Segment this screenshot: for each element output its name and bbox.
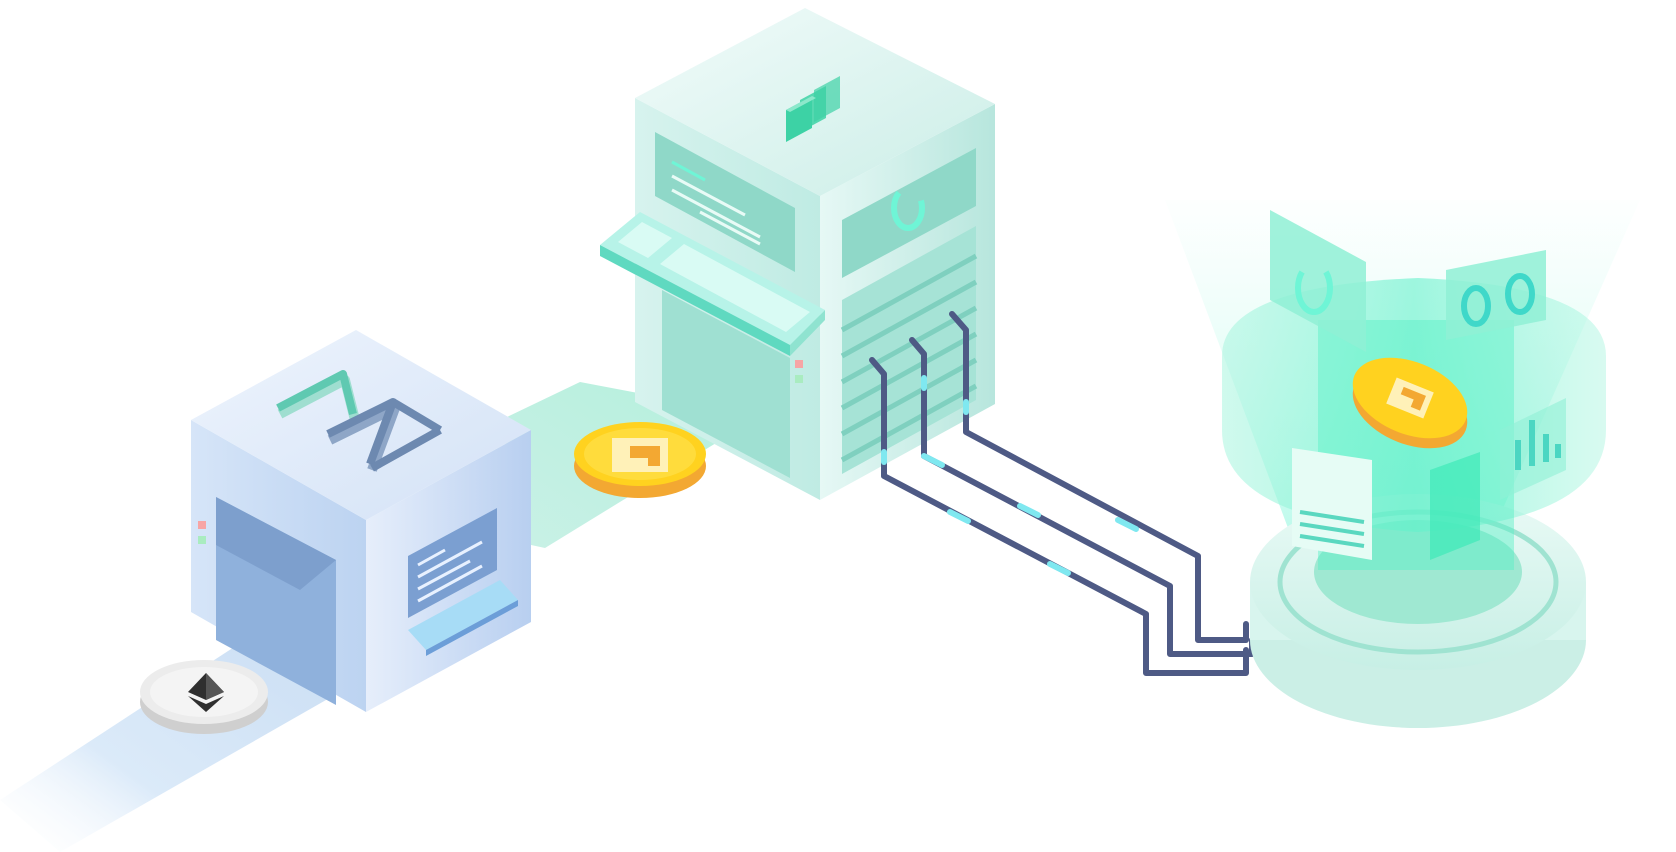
token-logo-icon bbox=[1386, 377, 1434, 419]
hologram-card-document bbox=[1292, 448, 1372, 560]
converter-indicator-red bbox=[198, 521, 206, 529]
converter-keyboard-edge bbox=[426, 600, 518, 656]
pipe-1 bbox=[869, 357, 1249, 676]
document-icon bbox=[1299, 510, 1365, 548]
hologram-card-rings bbox=[1446, 250, 1546, 340]
converter-opening-shadow bbox=[216, 497, 336, 590]
donut-chart-icon bbox=[891, 185, 925, 231]
exchange-screen-lines bbox=[671, 160, 761, 246]
maker-logo-icon bbox=[276, 370, 443, 472]
token-logo-icon bbox=[612, 438, 668, 472]
pipes bbox=[869, 311, 1255, 676]
donut-chart-icon bbox=[1295, 261, 1333, 315]
exchange-indicator-red bbox=[795, 360, 803, 368]
exchange-indicator-green bbox=[795, 375, 803, 383]
converter-machine bbox=[191, 330, 531, 712]
converter-screen bbox=[408, 508, 497, 618]
exchange-machine bbox=[600, 8, 995, 500]
hologram-dashboard bbox=[1165, 200, 1640, 728]
converter-screen-lines bbox=[417, 540, 483, 603]
exchange-control-panel-edge bbox=[600, 245, 790, 356]
ethereum-icon bbox=[188, 673, 224, 712]
ethereum-coin bbox=[140, 660, 268, 734]
hologram-card-donut bbox=[1270, 210, 1366, 352]
pipe-2 bbox=[909, 337, 1255, 657]
exchange-control-keys bbox=[618, 222, 810, 332]
double-ring-icon bbox=[1461, 273, 1535, 327]
token-coin bbox=[574, 422, 706, 498]
converter-keyboard bbox=[408, 580, 518, 650]
compound-logo-icon bbox=[786, 76, 840, 142]
exchange-vent bbox=[842, 226, 976, 474]
pipe-highlights bbox=[881, 375, 1139, 576]
exchange-opening bbox=[662, 290, 790, 478]
exchange-control-side bbox=[790, 310, 825, 356]
pipe-3 bbox=[949, 311, 1249, 643]
bar-chart-icon bbox=[1515, 420, 1561, 470]
hologram-card-side bbox=[1430, 452, 1480, 560]
hologram-token-coin bbox=[1352, 357, 1468, 449]
converter-indicator-green bbox=[198, 536, 206, 544]
exchange-right-screen bbox=[842, 148, 976, 278]
